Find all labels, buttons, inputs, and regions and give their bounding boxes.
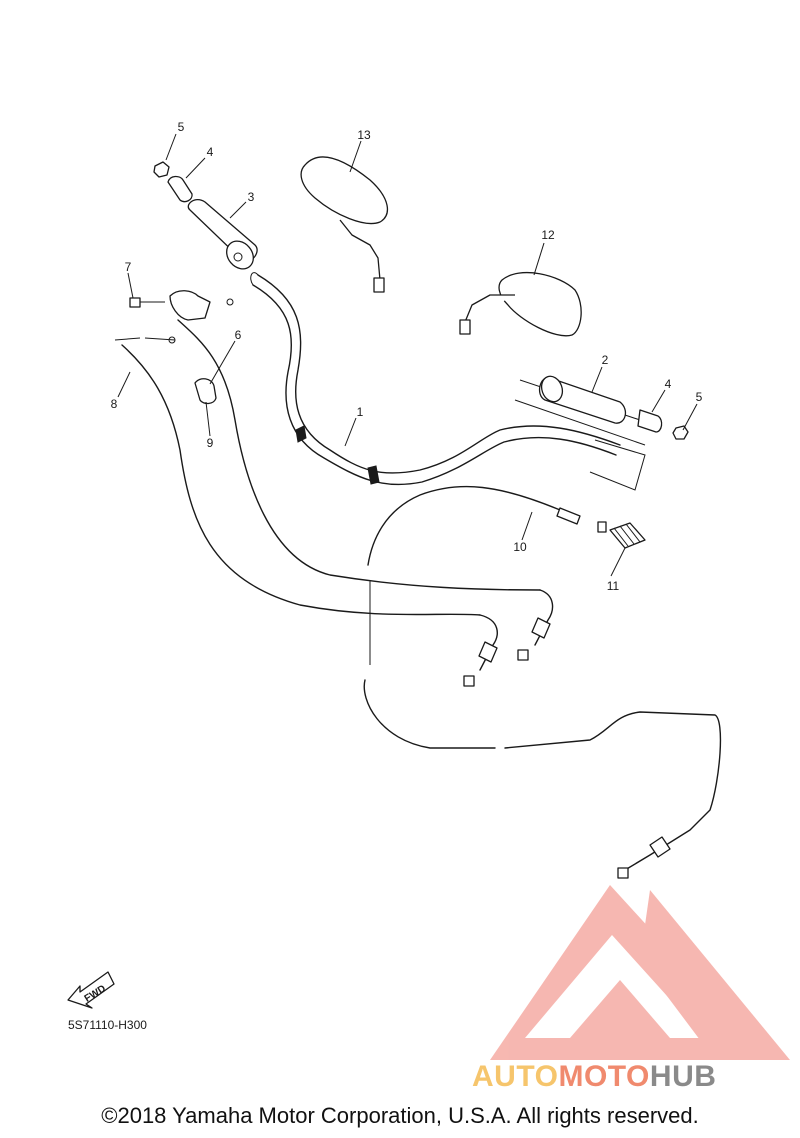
callout-5-right: 5 bbox=[696, 390, 703, 404]
bar-end-cap-left bbox=[153, 161, 170, 178]
copyright-text: ©2018 Yamaha Motor Corporation, U.S.A. A… bbox=[101, 1103, 699, 1128]
watermark-logo bbox=[490, 885, 790, 1060]
bar-end-weight-right bbox=[637, 409, 663, 433]
callout-7: 7 bbox=[125, 260, 132, 274]
callout-numbers: 5 4 3 13 12 7 6 8 9 1 2 4 5 10 11 bbox=[111, 120, 703, 593]
handlebar bbox=[250, 272, 621, 486]
callout-11: 11 bbox=[607, 579, 620, 593]
diagram-code: 5S71110-H300 bbox=[68, 1018, 147, 1032]
callout-9: 9 bbox=[207, 436, 214, 450]
callout-3: 3 bbox=[248, 190, 255, 204]
mirror-left bbox=[300, 156, 389, 293]
bar-end-weight-left bbox=[167, 175, 193, 203]
grip-left bbox=[187, 198, 258, 270]
watermark-brand: AUTOMOTOHUB bbox=[472, 1060, 716, 1094]
knurled-section-left bbox=[295, 425, 380, 485]
callout-4-left: 4 bbox=[207, 145, 214, 159]
parts-diagram: 5 4 3 13 12 7 6 8 9 1 2 4 5 10 11 FWD bbox=[67, 120, 790, 1060]
cable-holder bbox=[129, 290, 234, 321]
callout-1: 1 bbox=[357, 405, 364, 419]
callout-10: 10 bbox=[513, 540, 527, 554]
callout-2: 2 bbox=[602, 353, 609, 367]
cable-clamp bbox=[194, 378, 217, 405]
watermark-part1: AUTO bbox=[472, 1060, 559, 1093]
fwd-arrow-icon: FWD bbox=[67, 971, 115, 1009]
watermark-part2: MOTO bbox=[558, 1060, 650, 1093]
cable-adjuster bbox=[609, 522, 646, 549]
grip-right bbox=[514, 375, 656, 491]
callout-8: 8 bbox=[111, 397, 118, 411]
callout-12: 12 bbox=[541, 228, 555, 242]
clutch-cable bbox=[363, 485, 722, 879]
leader-lines bbox=[117, 133, 698, 577]
watermark-part3: HUB bbox=[649, 1060, 717, 1093]
callout-4-right: 4 bbox=[665, 377, 672, 391]
bar-end-cap-right bbox=[672, 425, 689, 440]
callout-5-left: 5 bbox=[178, 120, 185, 134]
callout-13: 13 bbox=[357, 128, 371, 142]
mirror-right bbox=[459, 272, 582, 337]
callout-6: 6 bbox=[235, 328, 242, 342]
throttle-cables bbox=[114, 319, 554, 687]
